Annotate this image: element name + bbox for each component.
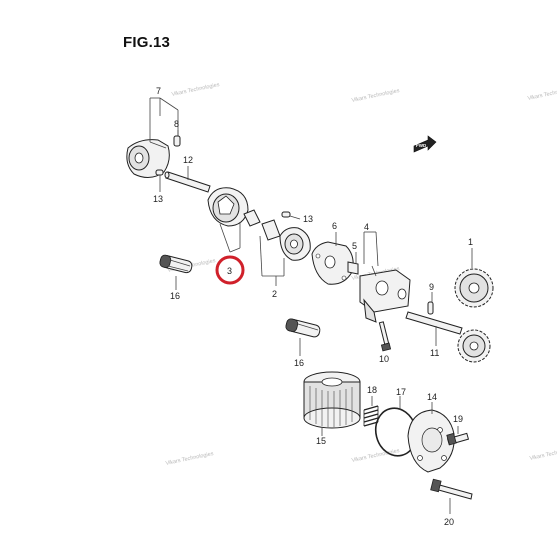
part-20-bolt xyxy=(430,478,473,500)
watermark: Vikars Technologies xyxy=(171,82,220,98)
callout-16: 16 xyxy=(170,291,180,301)
part-13-pin-left xyxy=(155,169,164,176)
part-16-strainer-upper xyxy=(159,254,193,274)
watermark: Vikars Technologies xyxy=(165,451,214,467)
part-1-gear-upper xyxy=(454,268,494,308)
part-2-inner-rotor-set xyxy=(243,209,311,261)
callout-20: 20 xyxy=(444,517,454,527)
part-16-strainer-lower xyxy=(285,318,321,338)
fwd-arrow-icon: FWD xyxy=(413,135,437,153)
part-14-filter-cap xyxy=(407,409,455,473)
part-4-pump-body xyxy=(359,265,411,323)
watermarks: Vikars Technologies Vikars Technologies … xyxy=(165,82,557,467)
part-13-pin-middle xyxy=(281,211,291,218)
callout-9: 9 xyxy=(429,282,434,292)
part-15-oil-filter xyxy=(303,371,361,429)
part-7-pump-housing xyxy=(126,139,170,178)
part-3-outer-rotor xyxy=(207,187,249,227)
callout-4: 4 xyxy=(364,222,369,232)
callout-11: 11 xyxy=(430,348,439,358)
watermark: Vikars Technologies xyxy=(351,88,400,104)
callout-16: 16 xyxy=(294,358,304,368)
callout-1: 1 xyxy=(468,237,473,247)
part-19-bolt xyxy=(446,432,470,446)
callout-13: 13 xyxy=(153,194,163,204)
part-1-gear-lower xyxy=(457,329,491,363)
part-8-dowel-pin xyxy=(173,135,181,147)
callout-7: 7 xyxy=(156,86,161,96)
callout-12: 12 xyxy=(183,155,193,165)
part-6-pump-cover xyxy=(311,241,354,285)
part-12-pump-shaft xyxy=(164,171,211,193)
part-11-idler-shaft xyxy=(405,311,463,335)
watermark: Vikars Technologies xyxy=(527,86,557,102)
callout-3: 3 xyxy=(227,266,232,276)
callout-15: 15 xyxy=(316,436,326,446)
callout-5: 5 xyxy=(352,241,357,251)
callout-14: 14 xyxy=(427,392,437,402)
highlight-circle xyxy=(215,255,245,285)
part-9-pin xyxy=(427,301,434,315)
callout-10: 10 xyxy=(379,354,389,364)
callout-8: 8 xyxy=(174,119,179,129)
callout-19: 19 xyxy=(453,414,463,424)
callout-13: 13 xyxy=(303,214,313,224)
figure-title: FIG.13 xyxy=(123,34,171,51)
fwd-label: FWD xyxy=(416,143,427,148)
callout-2: 2 xyxy=(272,289,277,299)
callout-labels: 7 8 12 13 13 6 4 1 5 3 9 16 2 11 10 16 1… xyxy=(153,86,473,527)
watermark: Vikars Technologies xyxy=(529,446,557,462)
callout-18: 18 xyxy=(367,385,377,395)
part-10-bolt xyxy=(378,321,392,352)
callout-6: 6 xyxy=(332,221,337,231)
part-5-seal xyxy=(347,261,359,275)
callout-17: 17 xyxy=(396,387,406,397)
